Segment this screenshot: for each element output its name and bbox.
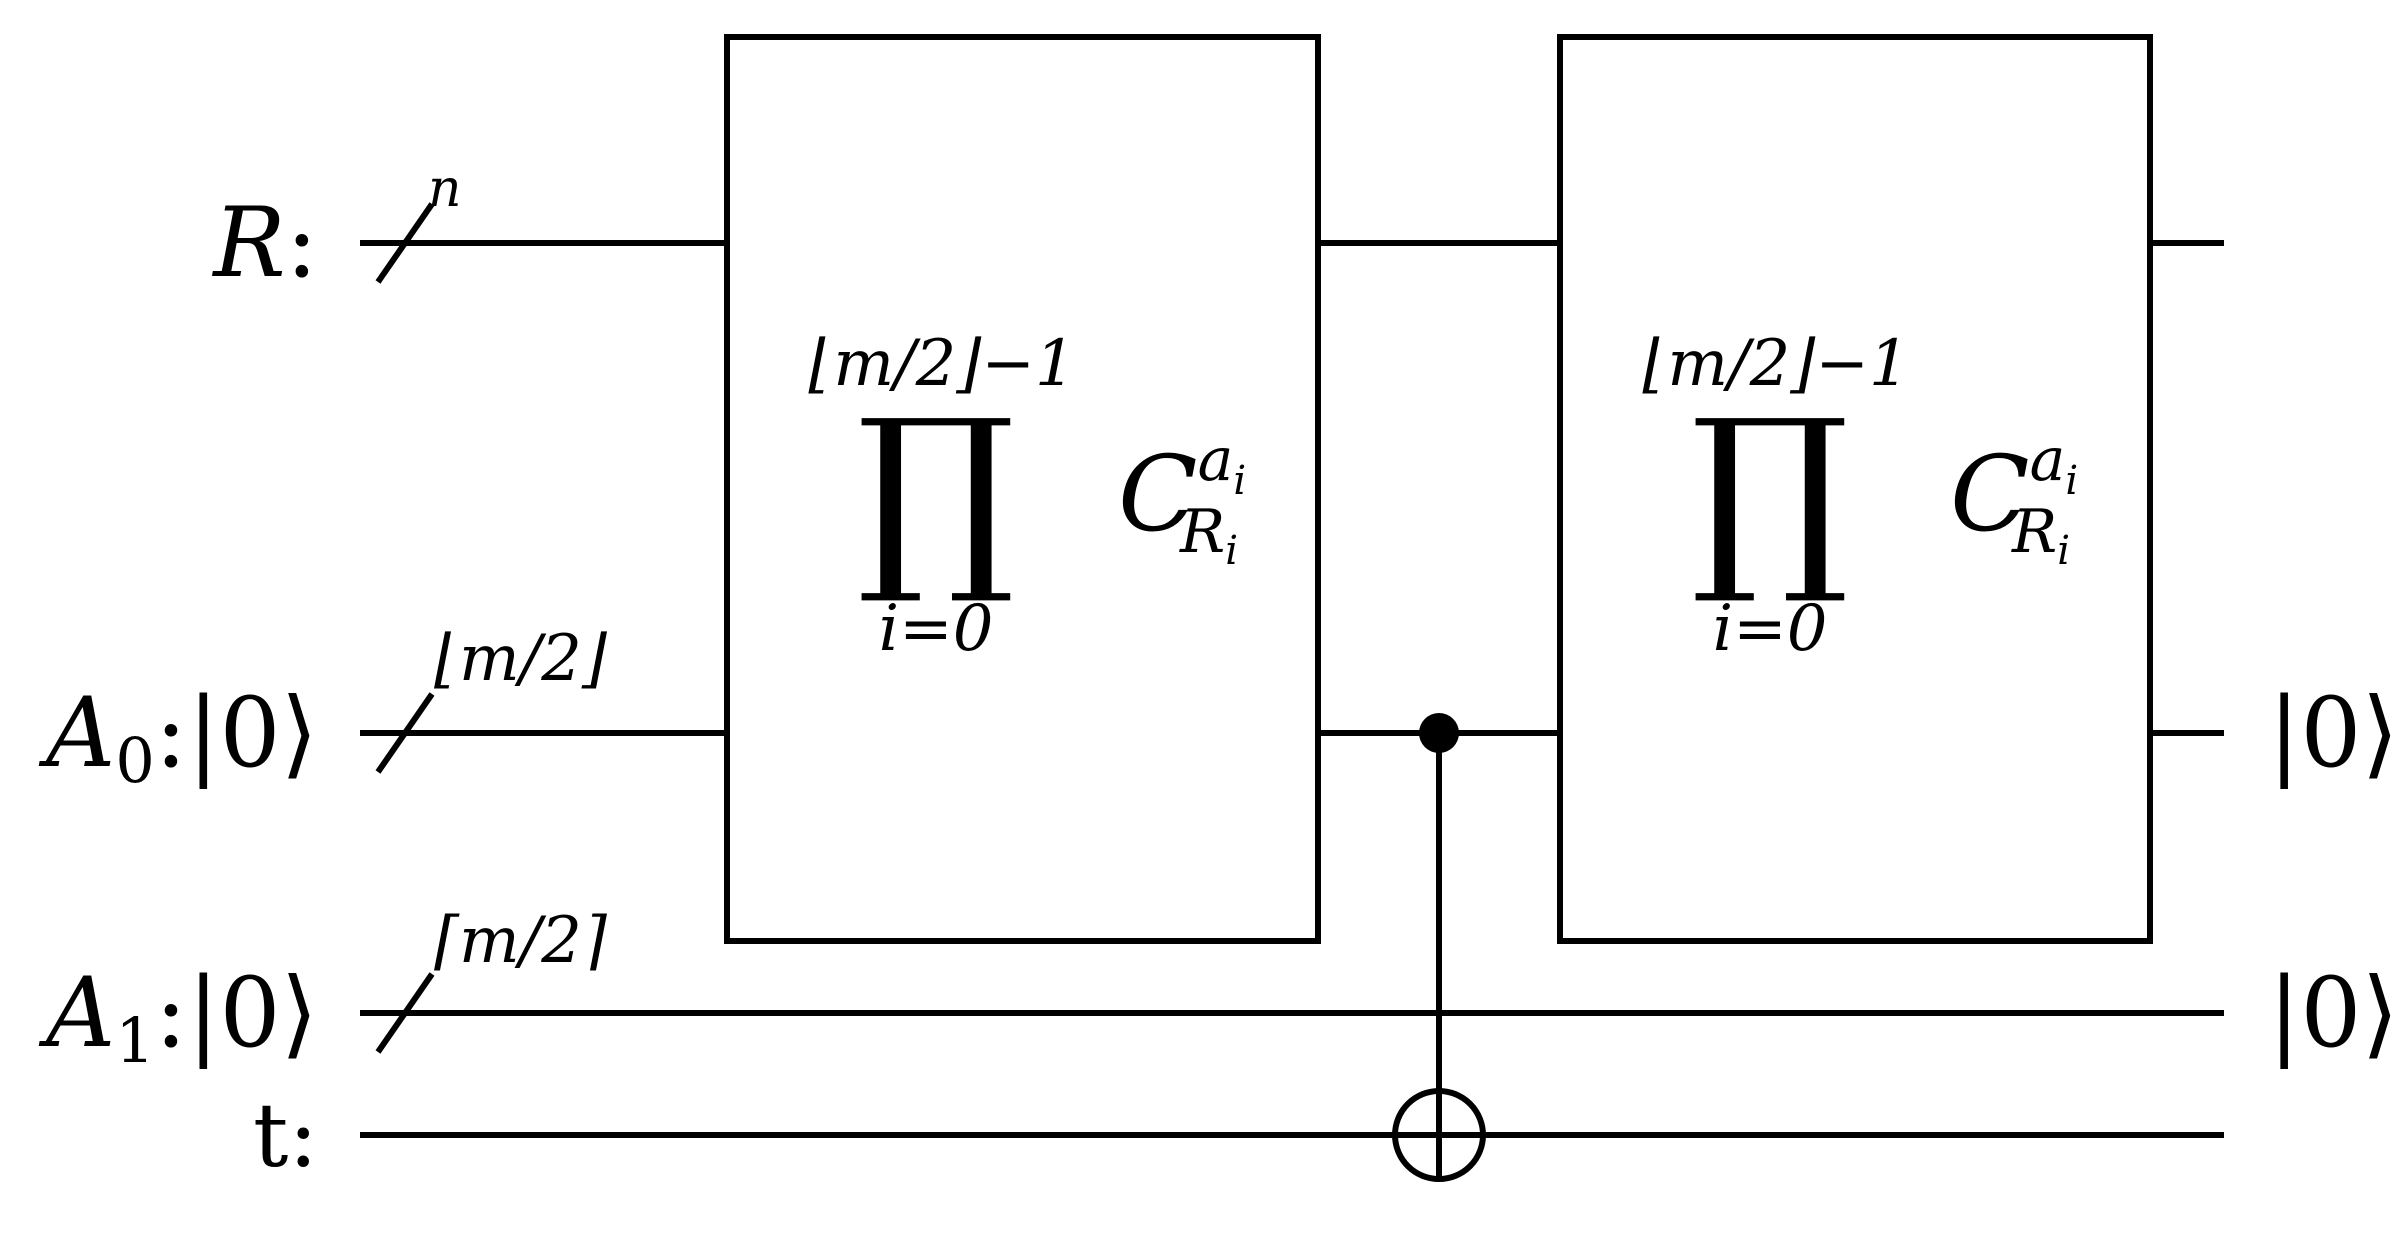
svg-text:t:: t:: [253, 1084, 318, 1187]
register-name-r: R: [211, 187, 285, 299]
gate-1-op-sup-sub: i: [1233, 458, 1246, 504]
gate-1-frame: [724, 34, 1321, 944]
register-name-a0: A: [38, 677, 115, 789]
register-label-t: t:: [253, 1084, 318, 1187]
gate-2-op-sup-sub: i: [2065, 458, 2078, 504]
register-label-r: R:: [211, 187, 318, 299]
register-sub-a0: 0: [115, 724, 154, 797]
gate-2-operator-subscript: Ri: [2011, 497, 2070, 574]
register-initial-a1: |0⟩: [187, 957, 318, 1069]
cnot-gate: [1392, 713, 1486, 1182]
bundle-label-a1: ⌈m/2⌉: [434, 904, 607, 978]
gate-1-op-sub: R: [1179, 497, 1225, 567]
bundle-label-a0: ⌊m/2⌋: [434, 622, 608, 696]
gate-2-frame: [1557, 34, 2153, 944]
gate-2-product-symbol: ∏: [1690, 377, 1849, 610]
output-label-a1: |0⟩: [2268, 957, 2399, 1069]
bundle-slash-a1: [375, 972, 435, 1054]
gate-box-2: ⌊m/2⌋−1 ∏ i=0 Cai Ri: [1557, 34, 2153, 944]
svg-text:A1:|0⟩: A1:|0⟩: [38, 957, 318, 1077]
gate-1-operator: Cai: [1118, 425, 1246, 555]
bundle-slash-r: [375, 202, 435, 284]
gate-1-upper-limit: ⌊m/2⌋−1: [808, 327, 1075, 401]
bundle-label-r: n: [428, 159, 462, 219]
gate-2-lower-limit: i=0: [1713, 592, 1828, 666]
gate-2-op-sup: a: [2030, 425, 2066, 495]
gate-2-operator: Cai: [1950, 425, 2078, 555]
gate-1-product-symbol: ∏: [856, 377, 1015, 610]
gate-1-operator-subscript: Ri: [1179, 497, 1238, 574]
svg-text:A0:|0⟩: A0:|0⟩: [38, 677, 318, 797]
gate-1-op: C: [1118, 433, 1198, 555]
gate-1-op-sup: a: [1198, 425, 1234, 495]
gate-2-op-sub-sub: i: [2057, 528, 2070, 574]
register-sep-a1: :: [155, 957, 187, 1069]
register-sep-r: :: [286, 187, 318, 299]
register-label-a1: A1:|0⟩: [38, 957, 318, 1077]
register-label-a0: A0:|0⟩: [38, 677, 318, 797]
gate-2-upper-limit: ⌊m/2⌋−1: [1642, 327, 1909, 401]
bundle-slashes: [375, 202, 435, 1054]
register-sep-a0: :: [155, 677, 187, 789]
register-name-t: t: [253, 1084, 288, 1187]
register-sep-t: :: [288, 1084, 318, 1187]
gate-1-op-sub-sub: i: [1225, 528, 1238, 574]
svg-text:R:: R:: [211, 187, 318, 299]
cnot-control-dot: [1419, 713, 1459, 753]
output-label-a0: |0⟩: [2268, 677, 2399, 789]
register-sub-a1: 1: [115, 1004, 154, 1077]
register-initial-a0: |0⟩: [187, 677, 318, 789]
gate-2-op: C: [1950, 433, 2030, 555]
bundle-slash-a0: [375, 692, 435, 774]
gate-2-op-sub: R: [2011, 497, 2057, 567]
gate-box-1: ⌊m/2⌋−1 ∏ i=0 Cai Ri: [724, 34, 1321, 944]
register-name-a1: A: [38, 957, 115, 1069]
gate-1-lower-limit: i=0: [879, 592, 994, 666]
